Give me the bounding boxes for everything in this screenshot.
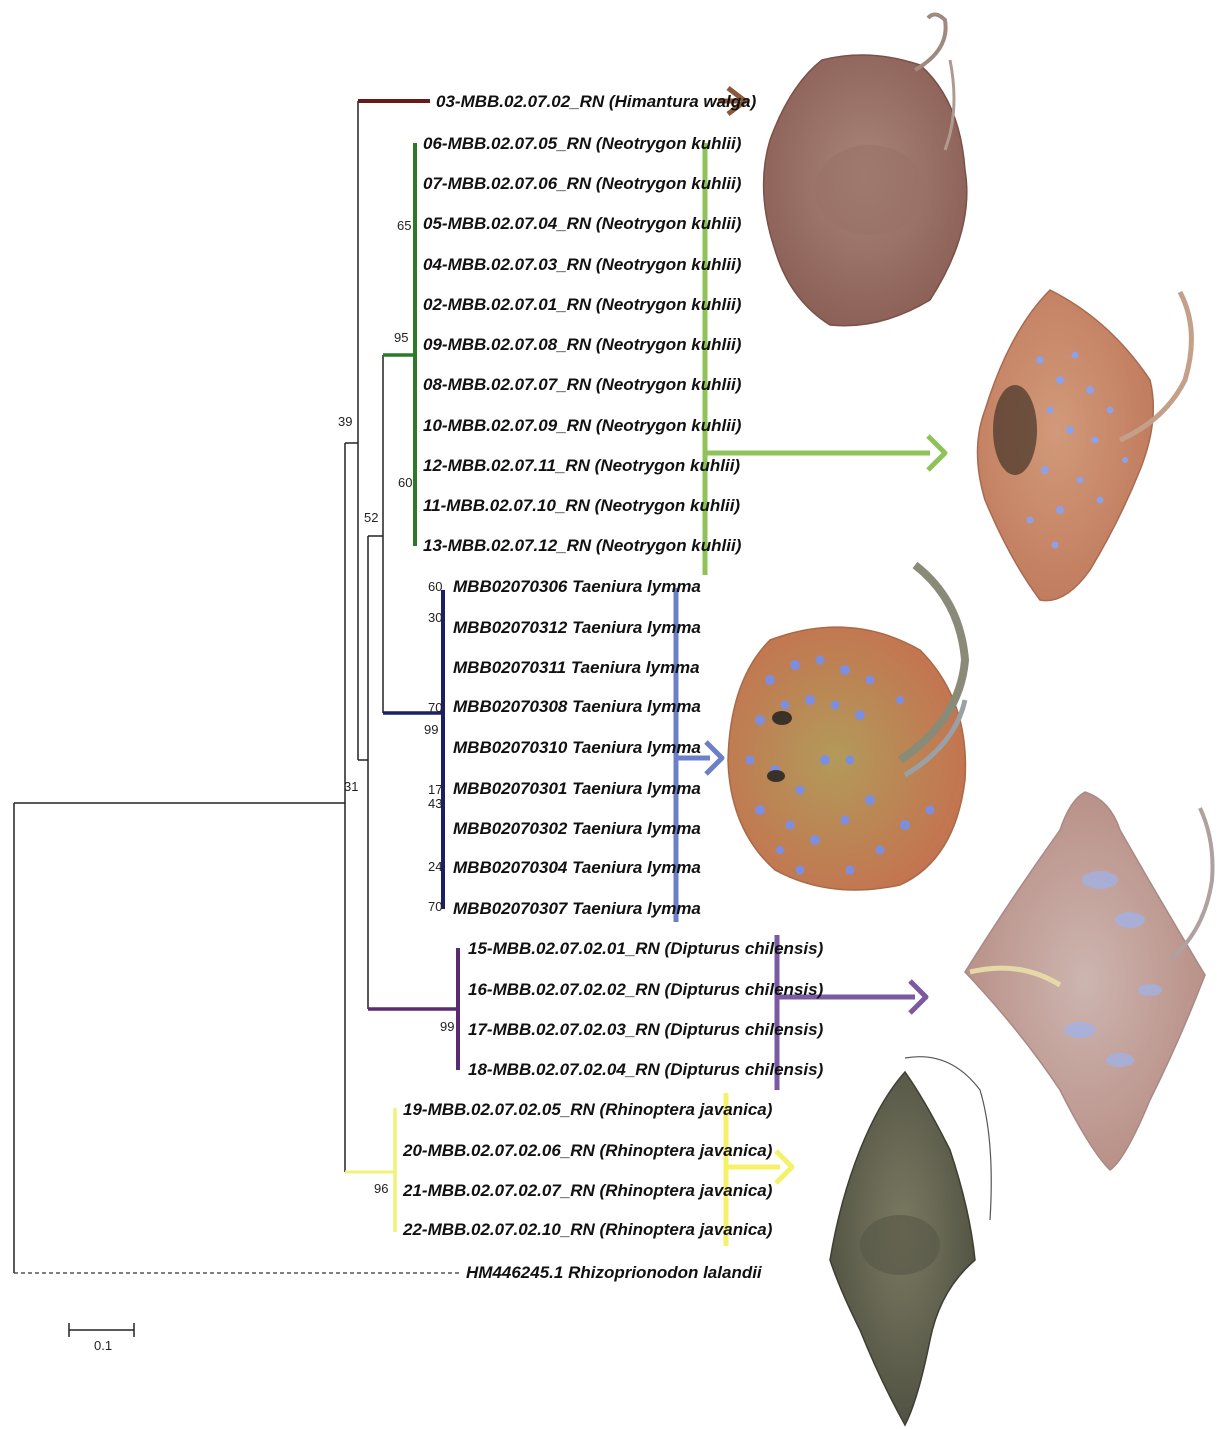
leaf-taeniura: MBB02070312 Taeniura lymma	[453, 618, 701, 637]
leaf-dipturus: 18-MBB.02.07.02.04_RN (Dipturus chilensi…	[468, 1060, 824, 1079]
leaf-neotrygon: 12-MBB.02.07.11_RN (Neotrygon kuhlii)	[423, 456, 740, 475]
leaf-rhinoptera: 20-MBB.02.07.02.06_RN (Rhinoptera javani…	[402, 1141, 773, 1160]
leaf-dipturus: 16-MBB.02.07.02.02_RN (Dipturus chilensi…	[468, 980, 824, 999]
leaf-neotrygon: 11-MBB.02.07.10_RN (Neotrygon kuhlii)	[423, 496, 740, 515]
bootstrap-value: 30	[428, 610, 442, 625]
bootstrap-value: 95	[394, 330, 408, 345]
leaf-outgroup: HM446245.1 Rhizoprionodon lalandii	[466, 1263, 763, 1282]
leaf-taeniura: MBB02070311 Taeniura lymma	[453, 658, 700, 677]
bootstrap-value: 65	[397, 218, 411, 233]
scale-bar: 0.1	[69, 1323, 134, 1353]
ray-image-dipturus-chilensis	[965, 792, 1213, 1170]
leaf-neotrygon: 07-MBB.02.07.06_RN (Neotrygon kuhlii)	[423, 174, 742, 193]
leaf-neotrygon: 09-MBB.02.07.08_RN (Neotrygon kuhlii)	[423, 335, 742, 354]
leaf-rhinoptera: 22-MBB.02.07.02.10_RN (Rhinoptera javani…	[402, 1220, 773, 1239]
leaf-rhinoptera: 19-MBB.02.07.02.05_RN (Rhinoptera javani…	[403, 1100, 773, 1119]
bootstrap-value: 60	[428, 579, 442, 594]
leaf-taeniura: MBB02070304 Taeniura lymma	[453, 858, 701, 877]
bootstrap-value: 96	[374, 1181, 388, 1196]
leaf-neotrygon: 02-MBB.02.07.01_RN (Neotrygon kuhlii)	[423, 295, 742, 314]
leaf-neotrygon: 10-MBB.02.07.09_RN (Neotrygon kuhlii)	[423, 416, 742, 435]
bootstrap-value: 31	[344, 779, 358, 794]
leaf-dipturus: 15-MBB.02.07.02.01_RN (Dipturus chilensi…	[468, 939, 824, 958]
bootstrap-value: 43	[428, 796, 442, 811]
leaf-dipturus: 17-MBB.02.07.02.03_RN (Dipturus chilensi…	[468, 1020, 824, 1039]
leaf-neotrygon: 08-MBB.02.07.07_RN (Neotrygon kuhlii)	[423, 375, 742, 394]
scale-bar-label: 0.1	[94, 1338, 112, 1353]
leaf-taeniura: MBB02070307 Taeniura lymma	[453, 899, 701, 918]
ray-image-rhinoptera-javanica	[830, 1057, 991, 1425]
tree-branches	[14, 101, 460, 1273]
leaf-taeniura: MBB02070310 Taeniura lymma	[453, 738, 701, 757]
neotrygon-arrow-head	[928, 436, 945, 470]
leaf-neotrygon: 06-MBB.02.07.05_RN (Neotrygon kuhlii)	[423, 134, 742, 153]
bootstrap-values: 31 39 52 95 65 60 99 60 30 70 17 43 24 7…	[338, 218, 454, 1196]
leaf-himantura: 03-MBB.02.07.02_RN (Himantura walga)	[436, 92, 757, 111]
leaf-taeniura: MBB02070301 Taeniura lymma	[453, 779, 701, 798]
bootstrap-value: 99	[440, 1019, 454, 1034]
leaf-neotrygon: 05-MBB.02.07.04_RN (Neotrygon kuhlii)	[423, 214, 742, 233]
bootstrap-value: 60	[398, 475, 412, 490]
bootstrap-value: 39	[338, 414, 352, 429]
bootstrap-value: 70	[428, 899, 442, 914]
bootstrap-value: 24	[428, 859, 442, 874]
ray-image-himantura-walga	[764, 14, 967, 325]
leaf-rhinoptera: 21-MBB.02.07.02.07_RN (Rhinoptera javani…	[402, 1181, 773, 1200]
leaf-neotrygon: 04-MBB.02.07.03_RN (Neotrygon kuhlii)	[423, 255, 742, 274]
bootstrap-value: 70	[428, 700, 442, 715]
bootstrap-value: 99	[424, 722, 438, 737]
leaf-taeniura: MBB02070306 Taeniura lymma	[453, 577, 701, 596]
ray-image-taeniura-lymma	[728, 565, 965, 890]
leaf-neotrygon: 13-MBB.02.07.12_RN (Neotrygon kuhlii)	[423, 536, 742, 555]
leaf-taeniura: MBB02070302 Taeniura lymma	[453, 819, 701, 838]
ray-image-neotrygon-kuhlii	[978, 290, 1192, 601]
leaf-taeniura: MBB02070308 Taeniura lymma	[453, 697, 701, 716]
bootstrap-value: 52	[364, 510, 378, 525]
bootstrap-value: 17	[428, 782, 442, 797]
